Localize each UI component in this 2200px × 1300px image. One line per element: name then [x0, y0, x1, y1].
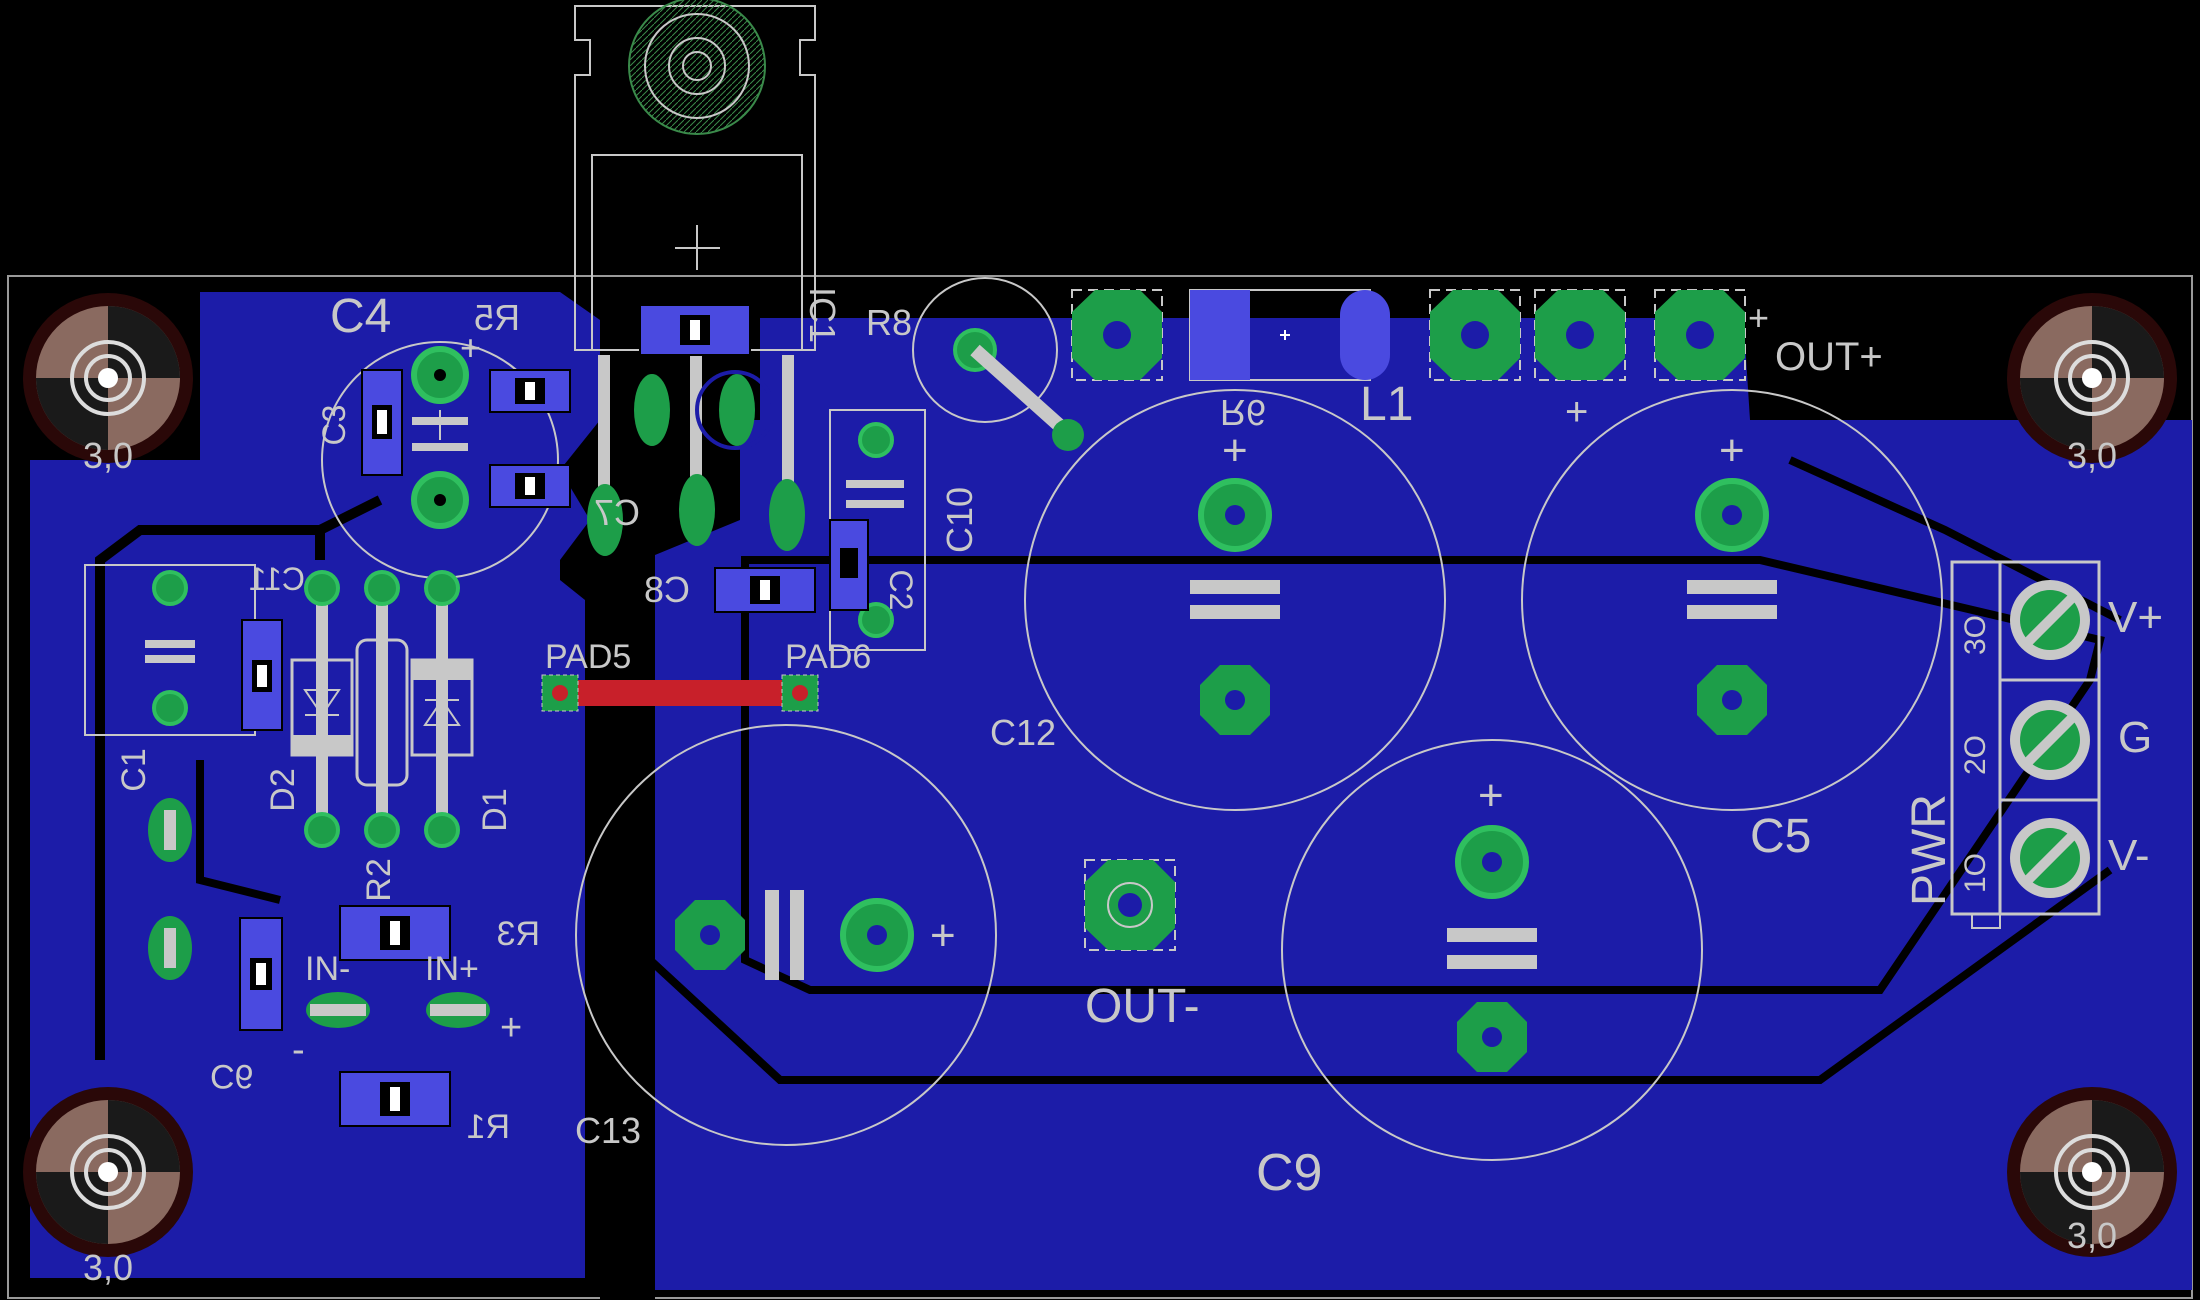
label-r3: R3	[497, 915, 540, 953]
pad-top-1	[1071, 289, 1163, 381]
label-in-minus: IN-	[305, 950, 350, 988]
c2-smd	[829, 519, 869, 611]
c11-capacitor	[84, 564, 256, 736]
label-c11: C11	[249, 561, 305, 597]
label-v-plus: V+	[2108, 593, 2163, 642]
label-c5: C5	[1750, 810, 1811, 863]
pad6	[781, 674, 819, 712]
label-r5: R5	[474, 297, 520, 338]
label-d2: D2	[264, 768, 302, 811]
pad-out-minus	[1084, 859, 1176, 951]
label-pin1: 1O	[1959, 853, 1992, 893]
label-out-plus-sign: +	[1748, 297, 1769, 338]
label-v-minus: V-	[2108, 831, 2150, 880]
left-trace-outline	[95, 495, 383, 1060]
c8-smd	[714, 567, 816, 613]
label-pad6: PAD6	[785, 638, 871, 676]
label-out-plus: OUT+	[1775, 335, 1883, 379]
label-pwr: PWR	[1903, 794, 1956, 906]
r8-trimmer	[912, 277, 1084, 451]
pad-top-2	[1429, 289, 1521, 381]
label-r6: R6	[1220, 392, 1266, 433]
d1-diode	[410, 570, 474, 848]
pwr-screw-g	[2010, 700, 2090, 780]
c1-smd	[241, 619, 283, 731]
r2-resistor	[355, 570, 409, 848]
label-c6: C6	[210, 1057, 253, 1095]
c3-smd	[361, 369, 403, 476]
hole-label-bottom-right: 3,0	[2067, 1215, 2117, 1256]
mounting-hole-top-left	[23, 293, 193, 463]
hole-label-bottom-left: 3,0	[83, 1247, 133, 1288]
label-d1: D1	[476, 788, 514, 831]
label-c9-plus: +	[1478, 771, 1504, 820]
label-r1: R1	[467, 1108, 510, 1146]
pad-out-plus	[1654, 289, 1746, 381]
c12-capacitor	[1024, 389, 1446, 811]
label-c3: C3	[316, 405, 352, 446]
pwr-terminal-block	[1950, 560, 2101, 929]
label-c1: C1	[115, 748, 153, 791]
r3-smd	[339, 905, 451, 961]
copper-pour-right	[655, 342, 2192, 1290]
label-r8: R8	[866, 302, 912, 343]
ic1-oval-pad-1	[634, 374, 670, 446]
label-out-minus: OUT-	[1085, 980, 1200, 1033]
label-c12-plus: +	[1222, 426, 1248, 475]
ic1-oval-pad-4	[679, 474, 715, 546]
c13-capacitor	[575, 724, 997, 1146]
left-trace-outline-2	[196, 760, 281, 904]
c9-capacitor	[1281, 739, 1703, 1161]
label-pad5: PAD5	[545, 638, 631, 676]
label-l1-plus: +	[1565, 390, 1588, 434]
c6-smd	[239, 917, 283, 1031]
pad5	[541, 674, 579, 712]
label-l1: L1	[1360, 378, 1413, 431]
mounting-hole-top-right	[2007, 293, 2177, 463]
ic1-oval-pad-2	[719, 374, 755, 446]
label-pin3: 3O	[1959, 615, 1992, 655]
label-c13: C13	[575, 1110, 641, 1151]
hole-label-top-right: 3,0	[2067, 435, 2117, 476]
mounting-hole-bottom-right	[2007, 1087, 2177, 1257]
mounting-hole-bottom-left	[23, 1087, 193, 1257]
label-ic1: IC1	[802, 287, 843, 343]
ic1-smd-pad	[639, 304, 751, 356]
hole-label-top-left: 3,0	[83, 435, 133, 476]
label-in-plus: IN+	[425, 950, 479, 988]
ic1-oval-pad-5	[769, 479, 805, 551]
label-c10: C10	[939, 487, 980, 553]
label-c8: C8	[644, 569, 690, 610]
label-c5-plus: +	[1719, 426, 1745, 475]
d2-diode	[290, 570, 354, 848]
label-c2: C2	[883, 570, 919, 611]
r5-smd	[489, 369, 571, 413]
r7-round-pad	[695, 370, 775, 450]
label-c4: C4	[330, 290, 391, 343]
pad-top-3	[1534, 289, 1626, 381]
label-r2: R2	[360, 858, 398, 901]
label-c4-plus: +	[460, 327, 481, 368]
label-c12: C12	[990, 712, 1056, 753]
pwr-screw-v-plus	[2010, 580, 2090, 660]
label-g: G	[2118, 713, 2152, 762]
label-pin2: 2O	[1959, 735, 1992, 775]
copper-pour-top-strip	[760, 318, 1745, 420]
pwr-screw-v-minus	[2010, 818, 2090, 898]
label-in-plus-sign: +	[500, 1007, 522, 1049]
c7-smd	[489, 464, 571, 508]
r1-smd	[339, 1071, 451, 1127]
ic1-oval-pad-3	[587, 484, 623, 556]
r6-resistor	[1189, 289, 1390, 381]
copper-pour-left	[30, 292, 600, 1278]
c5-capacitor	[1521, 389, 1943, 811]
label-c7: C7	[594, 492, 640, 533]
label-c13-plus: +	[930, 911, 956, 960]
ground-trace-outline-2	[647, 866, 2113, 1084]
label-in-minus-sign: -	[292, 1029, 305, 1071]
label-c9: C9	[1256, 1144, 1322, 1202]
